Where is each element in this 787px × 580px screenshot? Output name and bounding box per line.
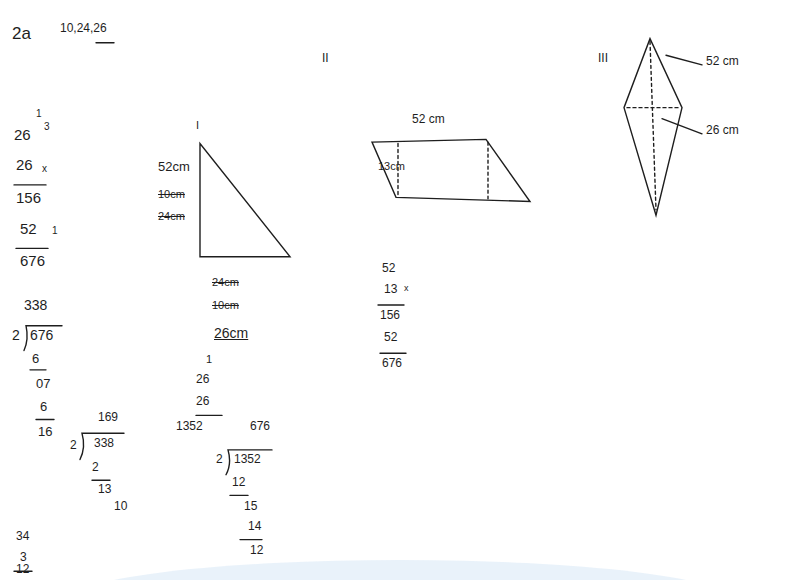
handwritten-note: 2	[92, 461, 99, 474]
handwritten-note: 6	[32, 352, 39, 366]
handwritten-note: 676	[382, 357, 402, 370]
handwritten-note: 676	[250, 420, 270, 433]
handwritten-note: 10cm	[158, 188, 185, 200]
handwritten-note: 07	[36, 377, 50, 391]
handwritten-note: 52	[384, 331, 397, 344]
handwritten-note: 24cm	[158, 210, 185, 222]
handwritten-note: 1	[36, 108, 42, 119]
handwritten-note: 34	[16, 530, 29, 543]
handwritten-note: I	[196, 119, 199, 131]
handwritten-note: 52 cm	[706, 55, 739, 68]
handwritten-note: 1352	[234, 453, 261, 466]
handwritten-note: 13cm	[378, 160, 405, 172]
handwritten-note: 26cm	[214, 326, 248, 341]
handwritten-note: 26	[196, 373, 209, 386]
handwritten-note: 26	[196, 395, 209, 408]
handwritten-note: 6	[40, 400, 47, 414]
handwritten-note: 12	[16, 563, 29, 576]
handwritten-note: 52	[20, 221, 37, 238]
handwritten-note: x	[42, 163, 47, 174]
handwritten-note: III	[598, 52, 608, 65]
handwritten-note: 10	[114, 500, 127, 513]
handwritten-note: 156	[380, 309, 400, 322]
handwritten-note: 156	[16, 190, 41, 207]
handwritten-note: 10,24,26	[60, 22, 107, 35]
handwritten-note: 12	[232, 476, 245, 489]
handwritten-note: 26	[16, 157, 33, 174]
handwritten-note: 676	[30, 328, 53, 343]
handwritten-note: 14	[248, 520, 261, 533]
handwritten-note: x	[404, 284, 409, 294]
handwritten-note: 2	[216, 453, 223, 466]
handwritten-note: 1352	[176, 420, 203, 433]
handwritten-note: 338	[24, 298, 47, 313]
handwritten-note: 13	[384, 283, 397, 296]
handwritten-note: 26 cm	[706, 124, 739, 137]
handwritten-note: 2	[12, 328, 20, 343]
handwritten-note: 26	[14, 127, 31, 144]
handwritten-note: 52cm	[158, 160, 190, 174]
handwritten-note: II	[322, 52, 329, 65]
handwritten-note: 1	[206, 353, 212, 365]
handwritten-note: 2a	[12, 25, 31, 44]
handwritten-note: 3	[44, 121, 50, 132]
handwritten-note: 676	[20, 253, 45, 270]
handwritten-note: 338	[94, 437, 114, 450]
handwritten-note: 2	[70, 439, 77, 452]
handwritten-note: 24cm	[212, 276, 239, 288]
handwritten-note: 12	[250, 544, 263, 557]
handwritten-note: 16	[38, 425, 52, 439]
handwritten-note: 13	[98, 483, 111, 496]
handwritten-note: 52	[382, 262, 395, 275]
handwritten-note: 1	[52, 225, 58, 236]
handwritten-note: 10cm	[212, 299, 239, 311]
handwritten-note: 15	[244, 500, 257, 513]
handwritten-note: 52 cm	[412, 113, 445, 126]
handwritten-note: 169	[98, 411, 118, 424]
